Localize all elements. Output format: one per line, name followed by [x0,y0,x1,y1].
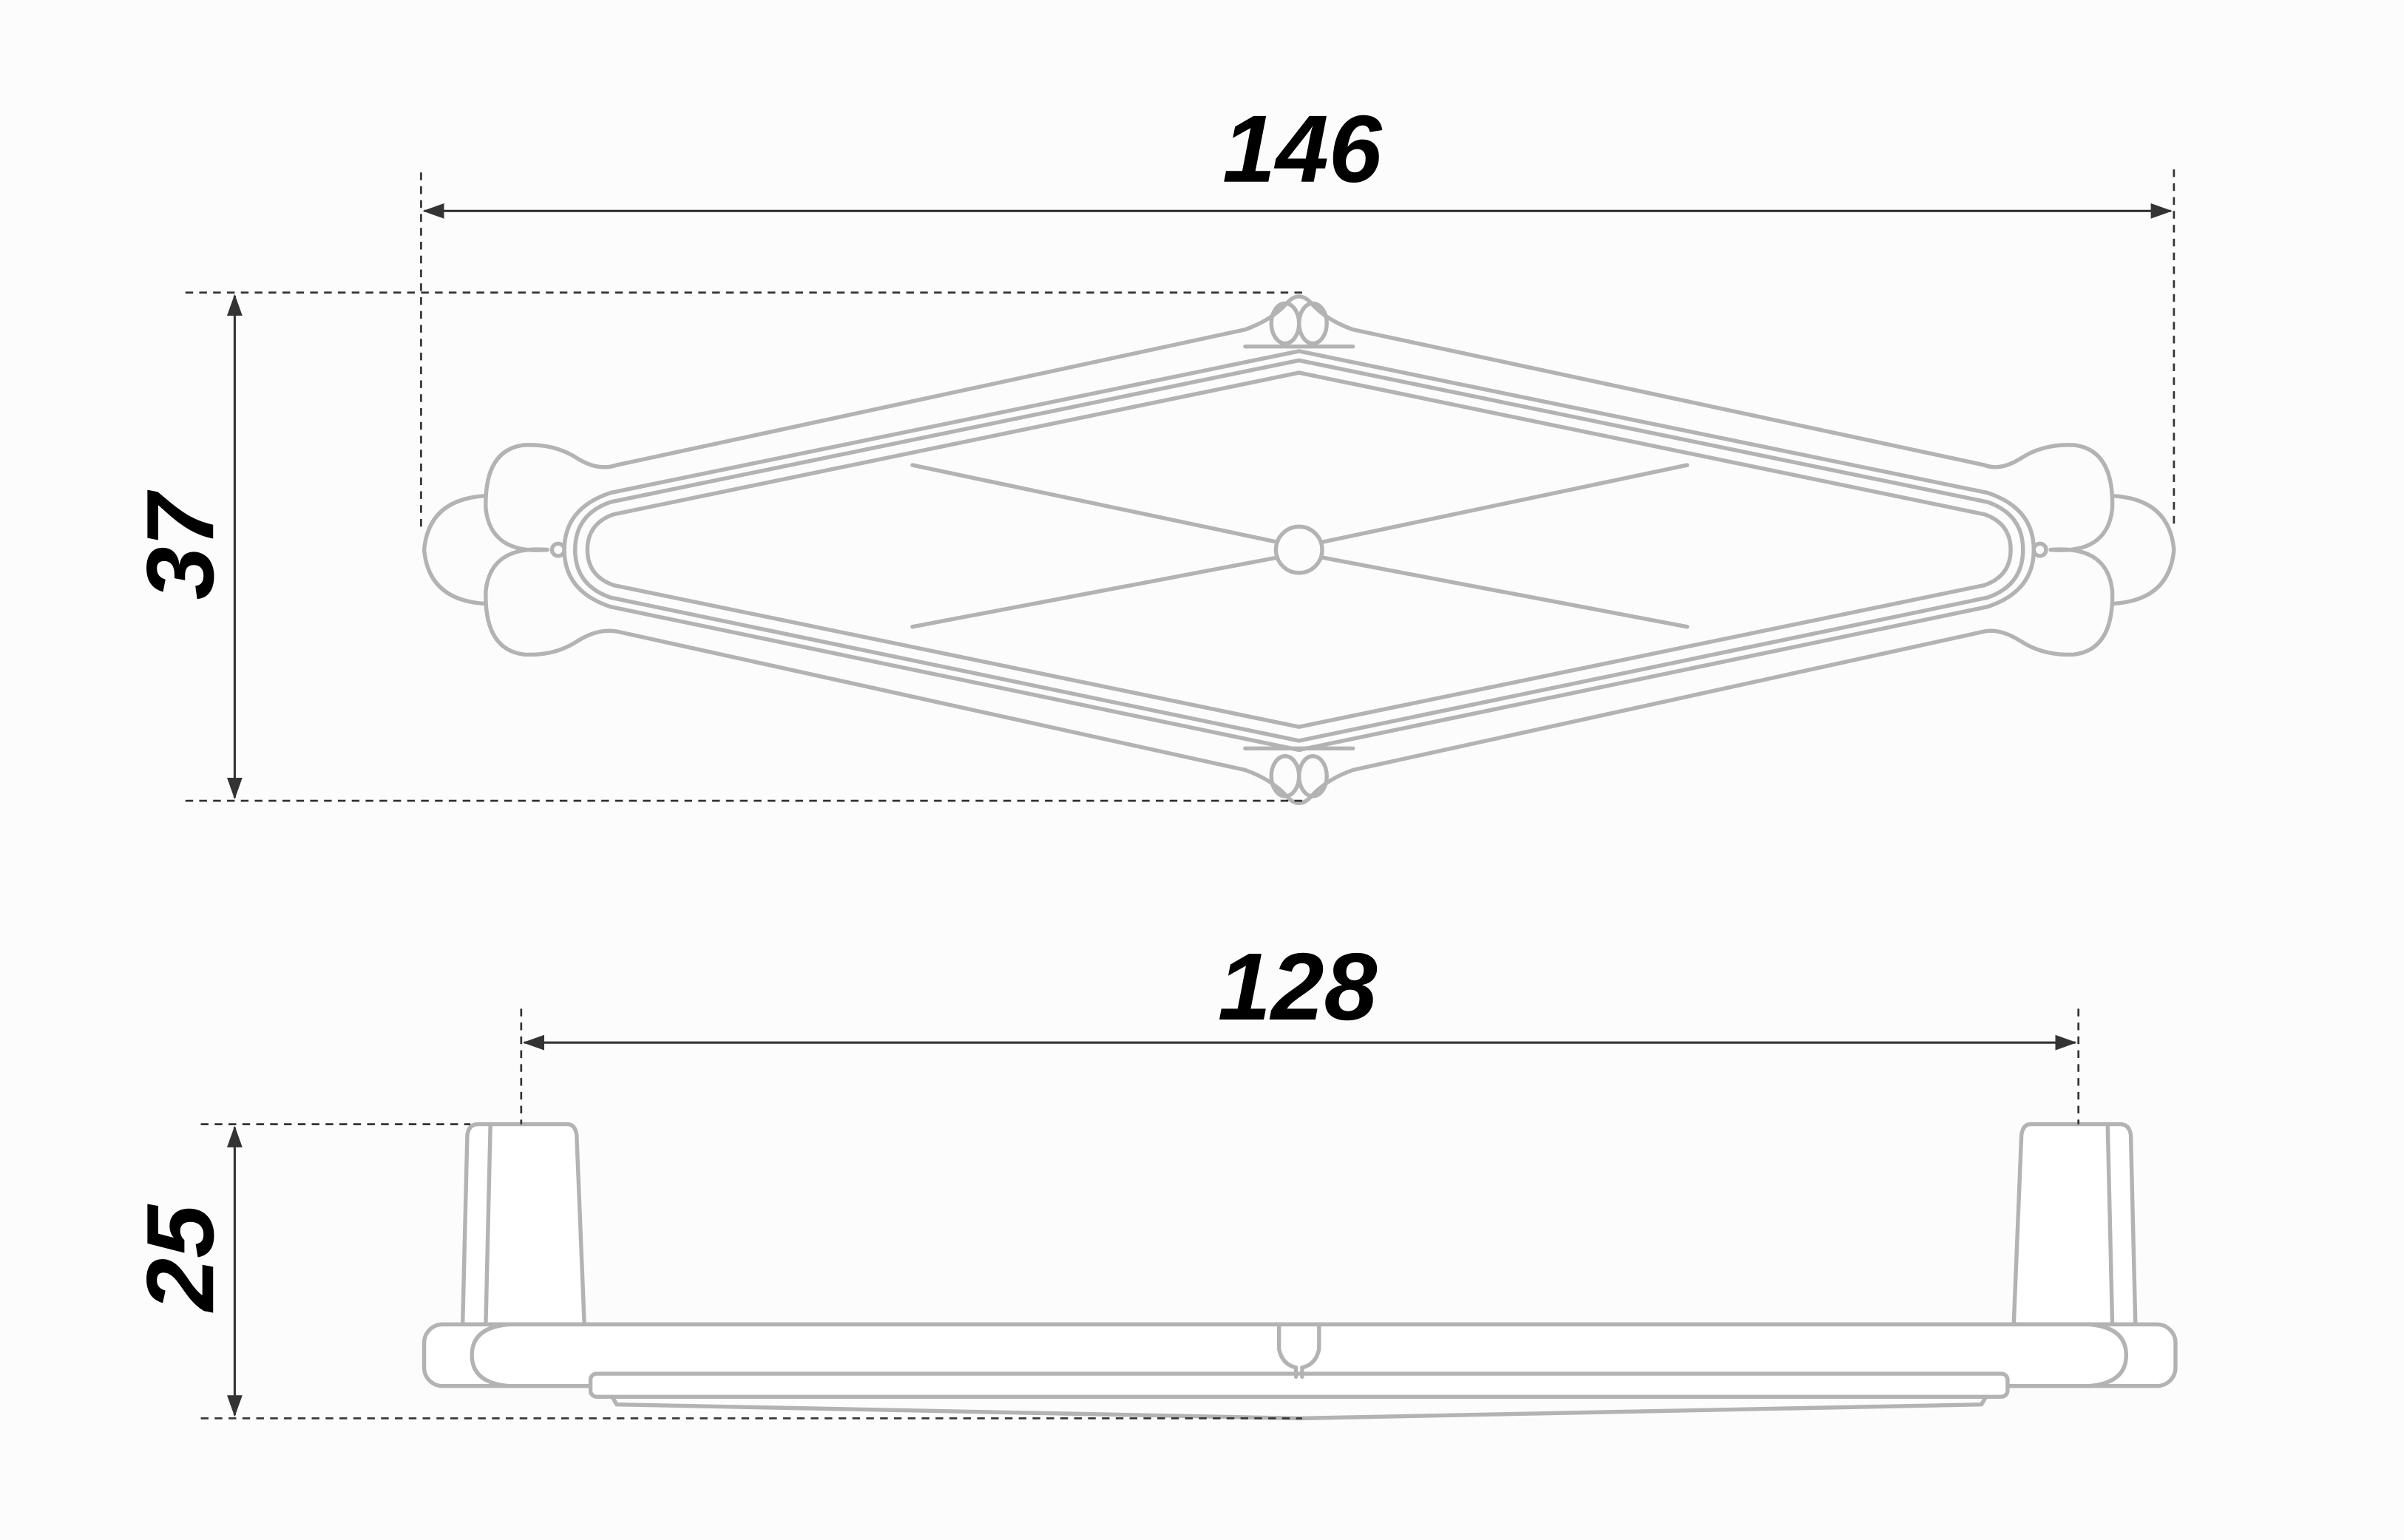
right-post [2011,1122,2138,1327]
dimension-label-length: 146 [1222,96,1383,203]
left-end-cap [421,443,619,657]
dimension-label-hole-spacing: 128 [1218,934,1378,1040]
dimension-label-depth: 25 [127,1204,234,1314]
dimension-hole-spacing: 128 [520,934,2080,1125]
side-view: 128 25 [127,934,2178,1421]
right-end-cap [1982,443,2176,657]
dimension-label-height: 37 [127,489,234,600]
dimension-length: 146 [420,96,2176,532]
dimension-height: 37 [127,291,1302,802]
top-view-outline [421,294,2176,805]
left-post [460,1122,586,1327]
center-boss [1273,524,1324,575]
side-view-outline [421,1122,2178,1421]
dimension-depth: 25 [127,1123,1302,1419]
handle-bar [588,1371,2010,1399]
top-view: 146 37 [127,96,2176,805]
